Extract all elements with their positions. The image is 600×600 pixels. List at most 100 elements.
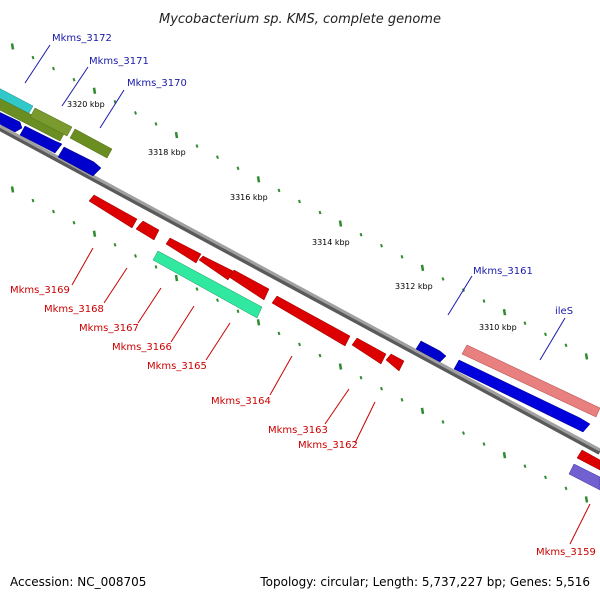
gene-mkms-3166[interactable] xyxy=(152,250,263,319)
tick-mark xyxy=(380,243,383,248)
label-mkms-3171: Mkms_3171 xyxy=(89,56,149,67)
gene-features xyxy=(0,88,600,491)
gene-blue-4[interactable] xyxy=(453,359,591,433)
label-mkms-3162: Mkms_3162 xyxy=(298,440,358,451)
map-title: Mycobacterium sp. KMS, complete genome xyxy=(159,12,441,27)
tick-mark xyxy=(441,277,445,281)
gene-mkms-3159[interactable] xyxy=(568,463,600,491)
tick-mark xyxy=(236,309,240,314)
tick-mark xyxy=(52,209,55,214)
label-mkms-3170: Mkms_3170 xyxy=(127,78,187,89)
label-mkms-3166: Mkms_3166 xyxy=(112,342,172,353)
tick-mark xyxy=(52,66,55,71)
tick-mark xyxy=(441,420,445,424)
tick-mark xyxy=(502,308,507,316)
tick-mark xyxy=(400,397,404,402)
tick-mark xyxy=(195,144,199,148)
tick-mark xyxy=(154,265,158,269)
gene-mkms-3161[interactable] xyxy=(415,340,447,363)
scale-label-3318: 3318 kbp xyxy=(148,148,186,157)
tick-mark xyxy=(564,486,568,491)
genome-backbone-shadow xyxy=(0,125,600,455)
tick-mark xyxy=(10,186,15,193)
tick-mark xyxy=(380,386,383,391)
tick-mark xyxy=(277,188,281,193)
tick-mark xyxy=(298,199,301,204)
tick-mark xyxy=(318,210,322,215)
tick-mark xyxy=(318,353,322,358)
tick-mark xyxy=(256,176,261,183)
tick-mark xyxy=(482,299,486,303)
label-mkms-3168: Mkms_3168 xyxy=(44,304,104,315)
tick-mark xyxy=(236,166,240,171)
label-mkms-3164: Mkms_3164 xyxy=(211,396,271,407)
gene-mkms-3171[interactable] xyxy=(0,96,73,142)
tick-mark xyxy=(544,475,547,480)
tick-mark xyxy=(523,464,527,469)
tick-mark xyxy=(31,55,35,60)
gene-mkms-3164[interactable] xyxy=(271,295,351,347)
tick-mark xyxy=(113,243,117,247)
scale-label-3310: 3310 kbp xyxy=(479,323,517,332)
gene-mkms-3162[interactable] xyxy=(385,353,405,372)
tick-mark xyxy=(216,298,219,302)
gene-mkms-3168[interactable] xyxy=(135,220,160,241)
tick-mark xyxy=(420,264,425,272)
tick-marks xyxy=(10,43,589,503)
tick-mark xyxy=(584,496,589,503)
gene-mkms-3165[interactable] xyxy=(228,269,270,301)
scale-label-3320: 3320 kbp xyxy=(67,100,105,109)
label-mkms-3167: Mkms_3167 xyxy=(79,323,139,334)
gene-blue-1[interactable] xyxy=(0,110,23,133)
gene-blue-2[interactable] xyxy=(19,125,63,154)
tick-mark xyxy=(584,353,589,360)
tick-mark xyxy=(174,274,179,282)
gene-mkms-3167[interactable] xyxy=(165,237,202,264)
tick-mark xyxy=(174,131,179,139)
gene-mkms-3170[interactable] xyxy=(69,128,113,159)
tick-mark xyxy=(134,111,137,115)
tick-mark xyxy=(482,442,486,446)
topology-text: Topology: circular; Length: 5,737,227 bp… xyxy=(259,575,590,589)
tick-mark xyxy=(338,363,343,370)
label-mkms-3172: Mkms_3172 xyxy=(52,33,112,44)
tick-mark xyxy=(523,321,527,326)
tick-mark xyxy=(502,451,507,459)
label-pointers xyxy=(24,44,591,545)
gene-mkms-3163[interactable] xyxy=(351,337,387,365)
accession-text: Accession: NC_008705 xyxy=(10,575,146,589)
tick-mark xyxy=(10,43,15,50)
gene-blue-3[interactable] xyxy=(57,146,102,177)
tick-mark xyxy=(277,331,281,336)
label-mkms-3169: Mkms_3169 xyxy=(10,285,70,296)
label-mkms-3159: Mkms_3159 xyxy=(536,547,596,558)
tick-mark xyxy=(359,232,363,237)
tick-mark xyxy=(195,287,199,291)
gene-iles[interactable] xyxy=(461,344,600,418)
tick-mark xyxy=(298,342,301,347)
label-iles: ileS xyxy=(555,306,573,317)
tick-mark xyxy=(462,431,465,435)
gene-mkms-3169[interactable] xyxy=(88,194,138,229)
tick-mark xyxy=(544,332,547,337)
tick-mark xyxy=(92,87,97,94)
genome-backbone xyxy=(0,124,600,452)
tick-mark xyxy=(564,343,568,348)
scale-label-3314: 3314 kbp xyxy=(312,238,350,247)
tick-mark xyxy=(72,220,76,225)
label-mkms-3161: Mkms_3161 xyxy=(473,266,533,277)
label-mkms-3165: Mkms_3165 xyxy=(147,361,207,372)
tick-mark xyxy=(134,254,137,258)
scale-label-3316: 3316 kbp xyxy=(230,193,268,202)
tick-mark xyxy=(92,230,97,237)
tick-mark xyxy=(72,77,76,82)
tick-mark xyxy=(359,375,363,380)
tick-mark xyxy=(154,122,158,126)
tick-mark xyxy=(420,407,425,415)
label-mkms-3163: Mkms_3163 xyxy=(268,425,328,436)
gene-red-end[interactable] xyxy=(576,449,600,471)
tick-mark xyxy=(31,198,35,203)
tick-mark xyxy=(216,155,219,159)
tick-mark xyxy=(338,220,343,227)
